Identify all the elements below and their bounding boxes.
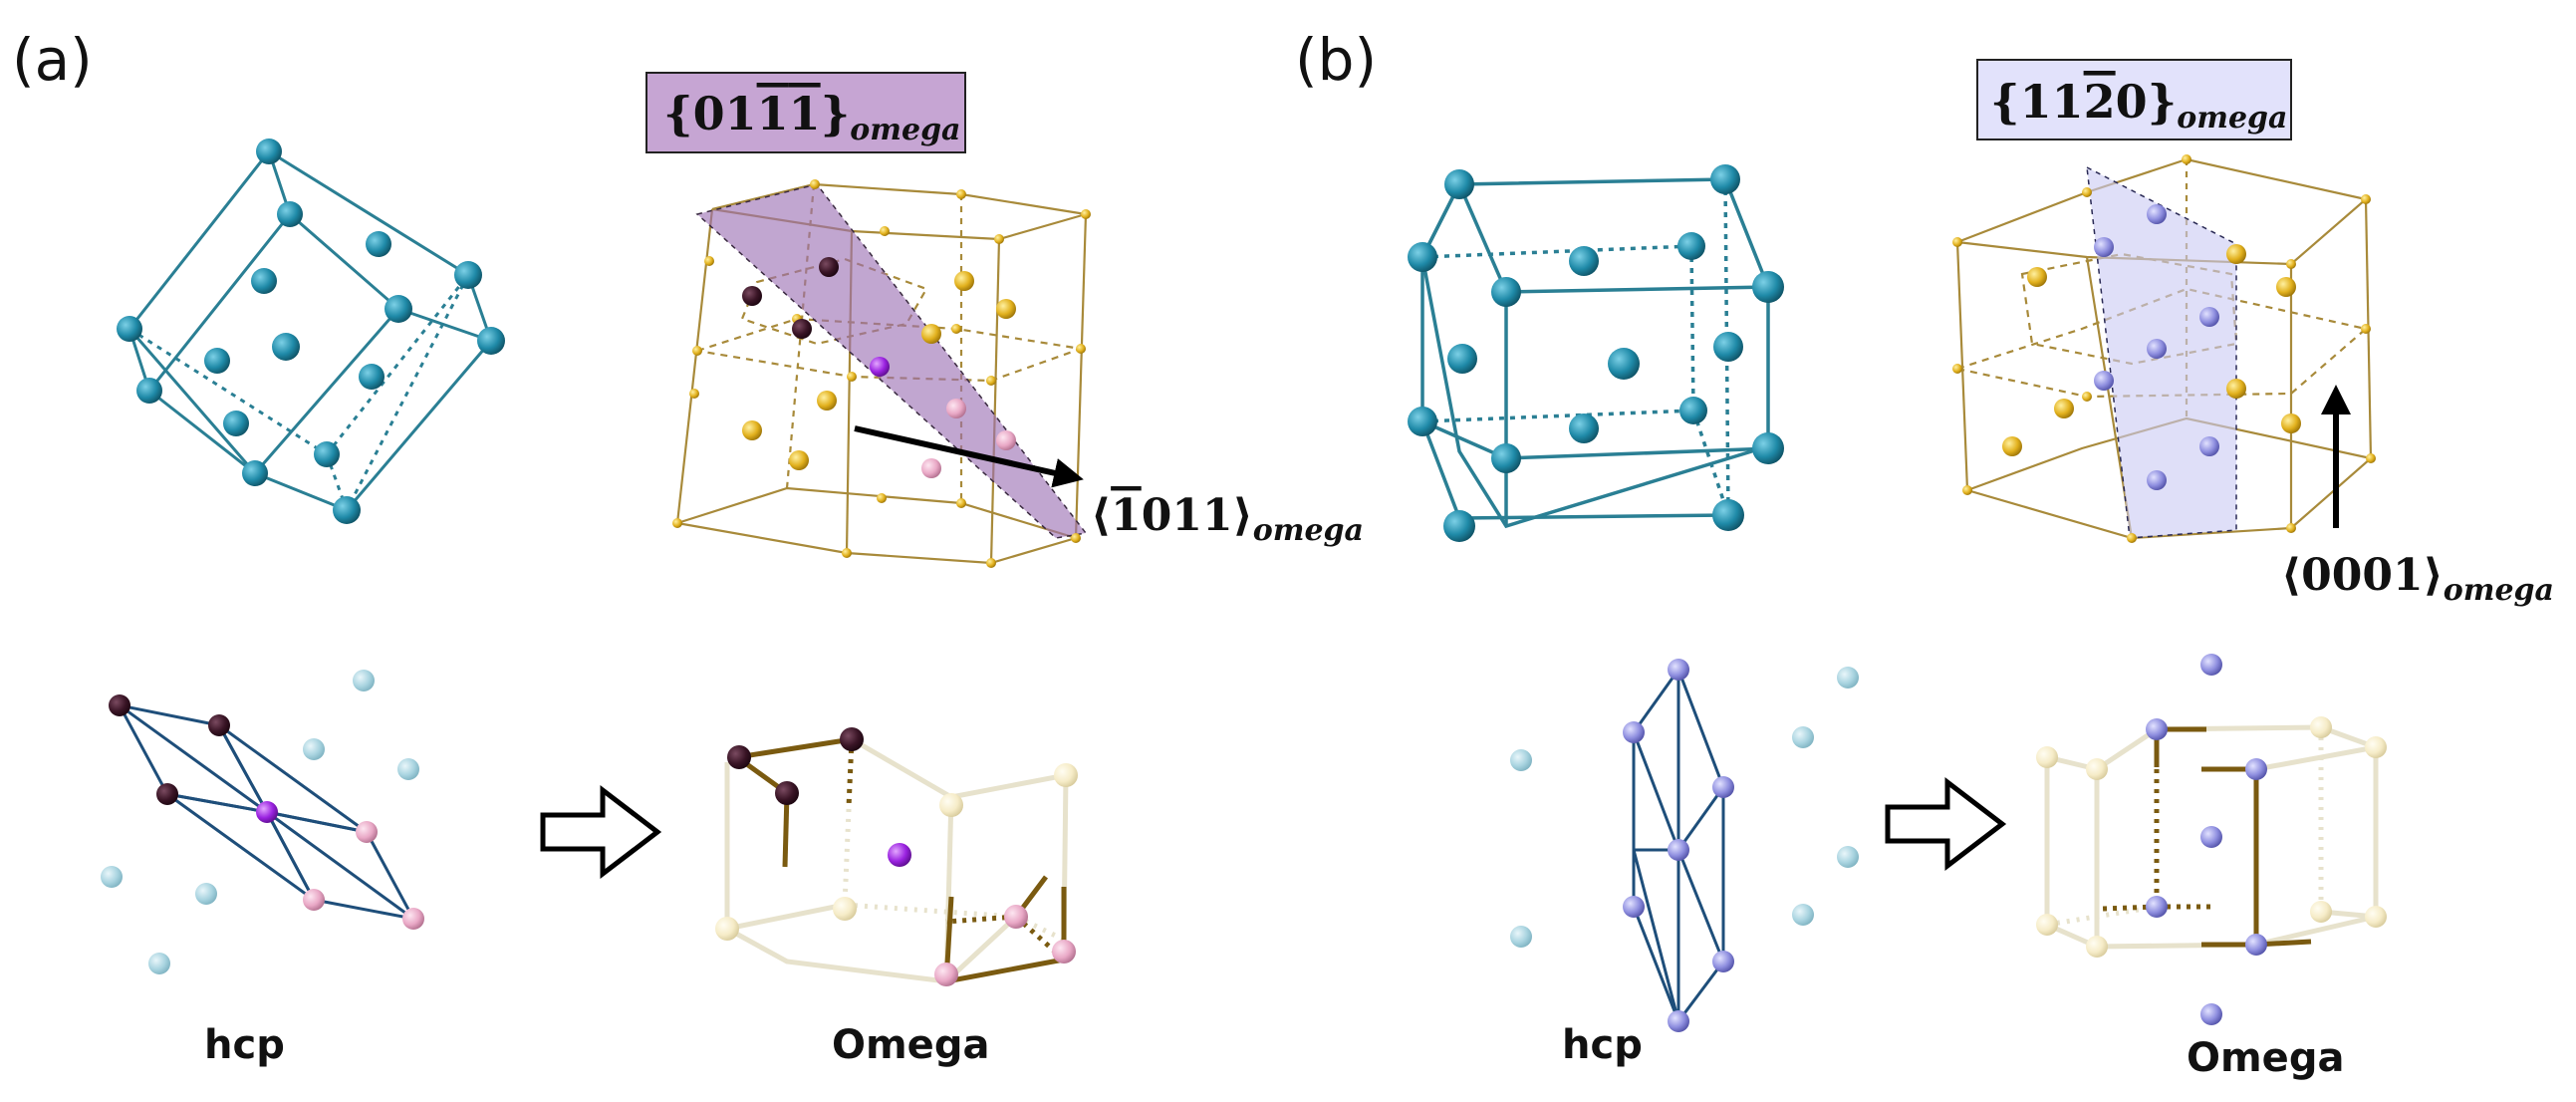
- hex-atoms-a: [672, 179, 1091, 568]
- plane-label-a: {0111}omega: [645, 72, 966, 153]
- omega-cell-b: [2036, 654, 2387, 1025]
- plane-0111-a: [695, 183, 1088, 539]
- panel-b-label: (b): [1295, 26, 1377, 94]
- bcc-cell-a: [128, 149, 493, 512]
- direction-label-a: ⟨1011⟩omega: [1091, 490, 1364, 548]
- svg-text:⟨1011⟩omega: ⟨1011⟩omega: [1091, 490, 1364, 548]
- hex-atoms-b: [1952, 154, 2376, 543]
- direction-arrow-a: [854, 425, 1084, 488]
- bcc-atoms-b: [1408, 164, 1784, 542]
- hcp-caption-b: hcp: [1562, 1022, 1643, 1068]
- svg-text:⟨0001⟩omega: ⟨0001⟩omega: [2281, 550, 2554, 608]
- right-arrow-outline-icon: [1885, 776, 2007, 872]
- hcp-caption-a: hcp: [204, 1022, 285, 1068]
- svg-text:{1120}omega: {1120}omega: [1990, 75, 2287, 136]
- plane-label-b: {1120}omega: [1976, 59, 2292, 140]
- panel-a-label: (a): [12, 26, 93, 94]
- right-arrow-outline-icon: [540, 784, 662, 880]
- omega-caption-b: Omega: [2187, 1035, 2344, 1081]
- bcc-atoms-a: [117, 138, 505, 524]
- omega-cell-a: [715, 727, 1078, 986]
- omega-caption-a: Omega: [832, 1022, 989, 1068]
- hcp-cluster-b: [1510, 659, 1859, 1032]
- svg-text:{0111}omega: {0111}omega: [663, 87, 961, 147]
- hcp-cluster-a: [101, 670, 424, 974]
- direction-label-b: ⟨0001⟩omega: [2281, 550, 2554, 608]
